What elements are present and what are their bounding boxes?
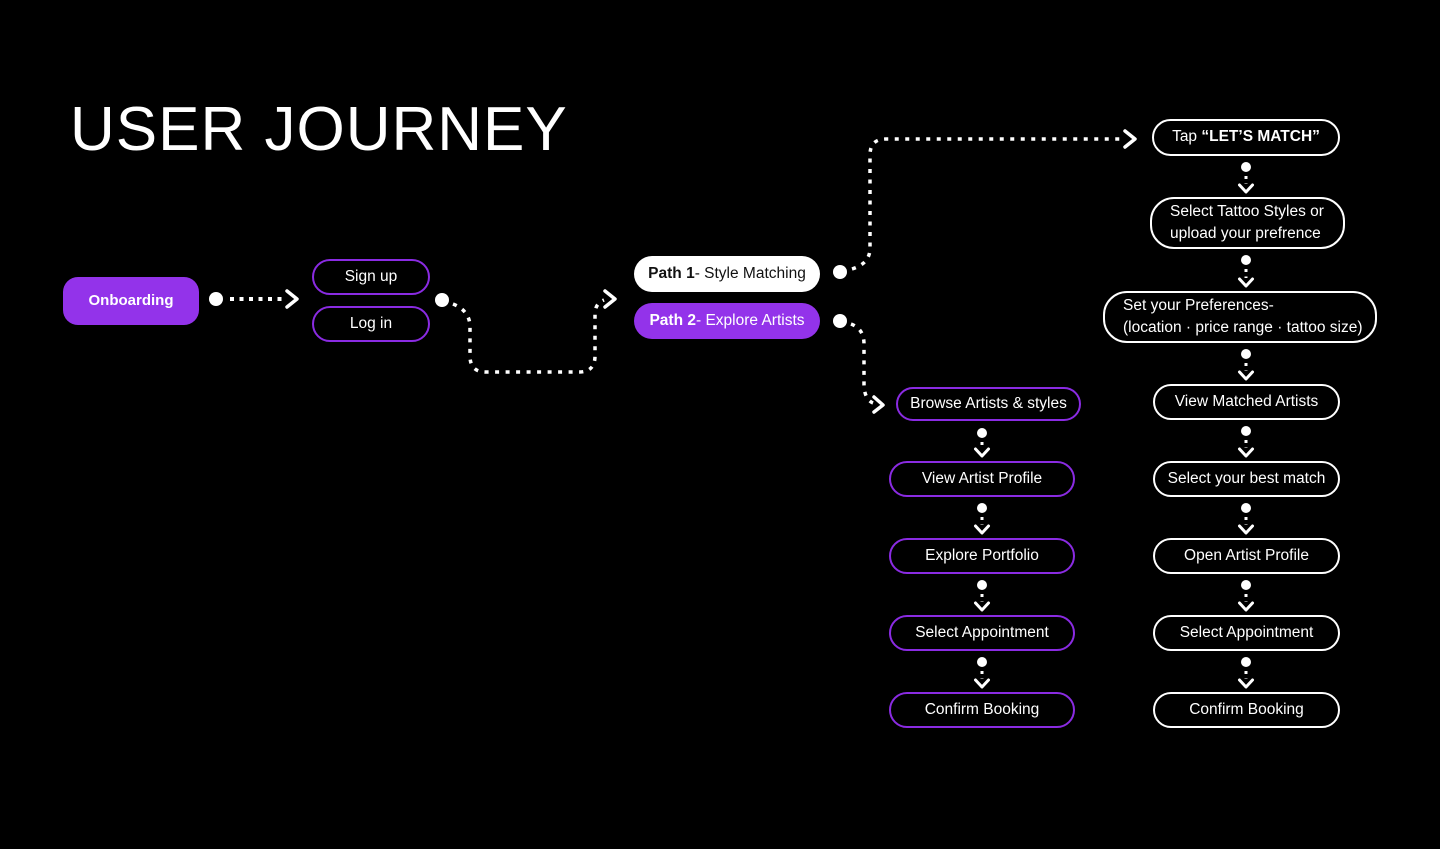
tap-label-prefix: Tap — [1172, 128, 1202, 146]
connector-path1-match — [833, 129, 1137, 279]
node-path1-style-matching: Path 1- Style Matching — [634, 256, 820, 292]
node-confirm-booking-explore: Confirm Booking — [889, 692, 1075, 728]
flow-arrow-match-2 — [1238, 255, 1254, 288]
node-view-matched-artists: View Matched Artists — [1153, 384, 1340, 420]
flow-arrow-explore-2 — [974, 503, 990, 535]
node-select-tattoo-styles: Select Tattoo Styles or upload your pref… — [1150, 197, 1345, 249]
node-path2-explore-artists: Path 2- Explore Artists — [634, 303, 820, 339]
tap-label-emphasis: “LET’S MATCH” — [1201, 128, 1320, 146]
connector-auth-paths — [435, 289, 617, 374]
select-styles-line1: Select Tattoo Styles or — [1170, 202, 1324, 220]
flow-arrow-match-5 — [1238, 503, 1254, 535]
flow-arrow-explore-3 — [974, 580, 990, 612]
node-log-in: Log in — [312, 306, 430, 342]
path1-label-rest: - Style Matching — [694, 264, 806, 282]
node-tap-lets-match: Tap “LET’S MATCH” — [1152, 119, 1340, 156]
path2-label-rest: - Explore Artists — [695, 311, 805, 329]
select-styles-line2: upload your prefrence — [1170, 225, 1321, 242]
node-sign-up: Sign up — [312, 259, 430, 295]
node-select-appointment-explore: Select Appointment — [889, 615, 1075, 651]
connector-start-dot — [209, 292, 223, 306]
set-preferences-line1: Set your Preferences- — [1123, 296, 1274, 314]
flow-arrow-match-1 — [1238, 162, 1254, 194]
flow-arrow-explore-4 — [974, 657, 990, 689]
flow-arrow-match-6 — [1238, 580, 1254, 612]
node-view-artist-profile: View Artist Profile — [889, 461, 1075, 497]
flow-arrow-match-4 — [1238, 426, 1254, 458]
path2-label-bold: Path 2 — [649, 311, 696, 329]
arrowhead-icon — [603, 289, 617, 309]
connector-path2-explore — [833, 314, 885, 414]
connector-start-dot — [435, 293, 449, 307]
connector-onboarding-auth — [209, 289, 299, 309]
node-browse-artists-styles: Browse Artists & styles — [896, 387, 1081, 421]
node-open-artist-profile: Open Artist Profile — [1153, 538, 1340, 574]
node-confirm-booking-match: Confirm Booking — [1153, 692, 1340, 728]
arrowhead-icon — [1123, 129, 1137, 149]
set-preferences-line2: (location · price range · tattoo size) — [1123, 319, 1363, 336]
node-onboarding: Onboarding — [63, 277, 199, 325]
node-set-preferences: Set your Preferences- (location · price … — [1103, 291, 1377, 343]
path1-label-bold: Path 1 — [648, 264, 695, 282]
arrowhead-icon — [872, 395, 885, 414]
flow-arrow-match-7 — [1238, 657, 1254, 689]
connector-start-dot — [833, 265, 847, 279]
connector-start-dot — [833, 314, 847, 328]
flow-arrow-match-3 — [1238, 349, 1254, 381]
node-explore-portfolio: Explore Portfolio — [889, 538, 1075, 574]
node-select-best-match: Select your best match — [1153, 461, 1340, 497]
flow-arrow-explore-1 — [974, 428, 990, 458]
node-select-appointment-match: Select Appointment — [1153, 615, 1340, 651]
arrowhead-icon — [285, 289, 299, 309]
page-title: USER JOURNEY — [70, 95, 568, 164]
